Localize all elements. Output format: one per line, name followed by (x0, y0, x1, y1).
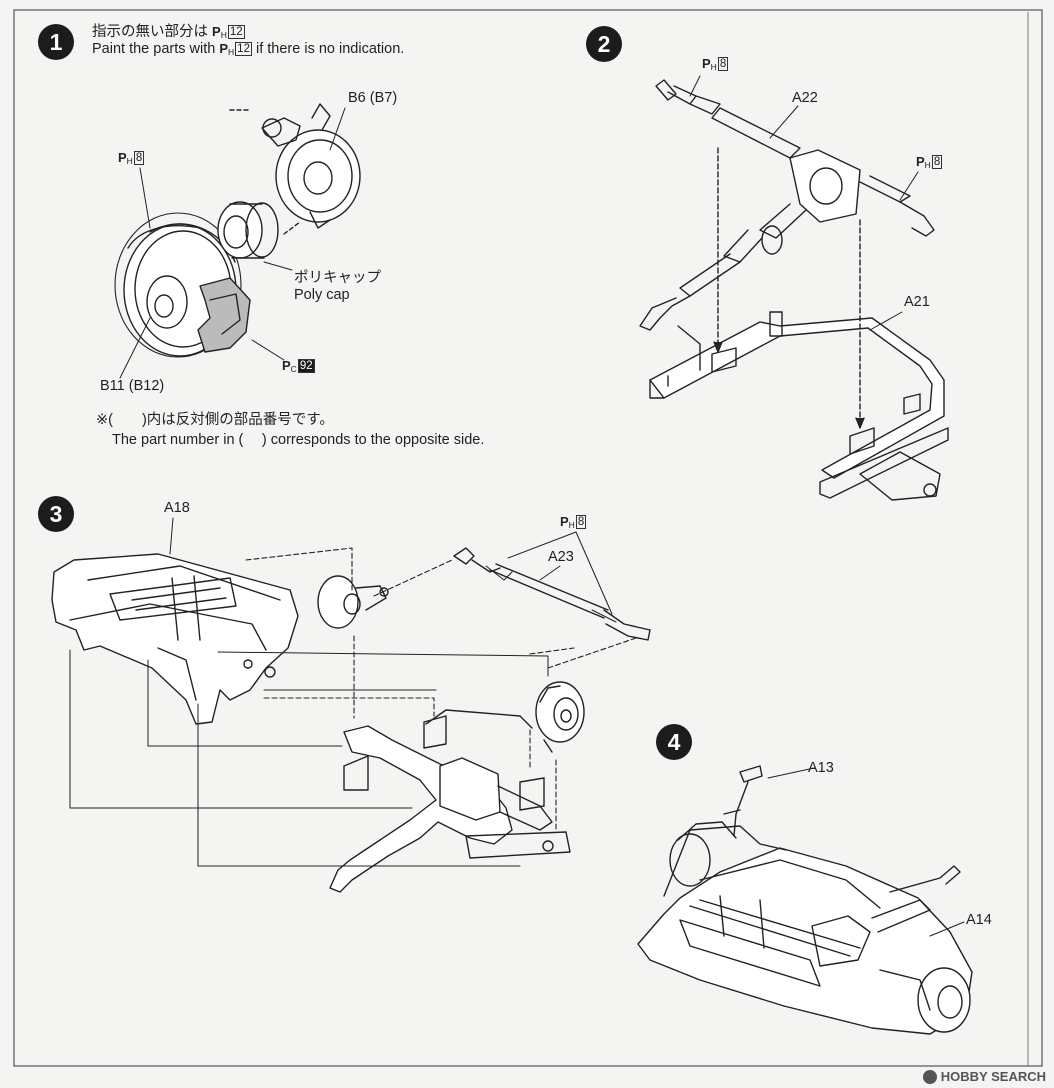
paint-letter: P (219, 41, 229, 56)
label-a21: A21 (904, 294, 930, 310)
paint-code: 12 (227, 25, 245, 39)
paint-code: 92 (297, 359, 315, 373)
footnote-en: The part number in ( ) corresponds to th… (112, 432, 485, 448)
note-en-tail: if there is no indication. (256, 41, 405, 57)
paint-code: 8 (931, 155, 943, 169)
paint-letter: P (118, 150, 127, 165)
chassis-full (637, 765, 973, 1035)
paint-letter: P (282, 358, 291, 373)
label-a14: A14 (966, 912, 992, 928)
paint-sub: H (568, 520, 575, 530)
step-number-2: 2 (586, 26, 622, 62)
paint-code: 8 (133, 151, 145, 165)
axle-subassembly (329, 709, 571, 893)
tie-rod-a23 (453, 547, 651, 641)
brake-hub-left (317, 575, 389, 629)
brake-hub-right (535, 681, 585, 753)
label-a18: A18 (164, 500, 190, 516)
paint-letter: P (560, 514, 569, 529)
footnote-jp: ※( )内は反対側の部品番号です。 (96, 412, 334, 428)
step-number-3: 3 (38, 496, 74, 532)
sheet-border (13, 9, 1043, 1067)
paint-code: 12 (235, 42, 252, 56)
watermark-logo-icon (922, 1069, 937, 1084)
driveshaft-a22 (639, 79, 935, 331)
brake-caliper (197, 277, 251, 353)
step-number-4: 4 (656, 724, 692, 760)
frame-a21 (649, 311, 949, 501)
paint-letter: P (916, 154, 925, 169)
label-b6: B6 (B7) (348, 90, 398, 106)
label-a23: A23 (548, 549, 574, 565)
knuckle-b6 (261, 103, 361, 229)
paint-sub: H (710, 62, 717, 72)
paint-letter: P (702, 56, 711, 71)
label-b11: B11 (B12) (100, 378, 165, 394)
poly-cap (217, 201, 279, 259)
note-jp-text: 指示の無い部分は (92, 24, 208, 40)
chassis-a18 (51, 553, 299, 725)
step-number-1: 1 (38, 24, 74, 60)
label-polycap-en: Poly cap (294, 287, 350, 303)
paint-code: 8 (717, 57, 729, 71)
paint-sub: H (924, 160, 931, 170)
paint-letter: P (212, 24, 221, 39)
paint-sub: H (220, 30, 227, 40)
paint-sub: C (290, 364, 297, 374)
note-en-text: Paint the parts with (92, 41, 216, 57)
label-a22: A22 (792, 90, 818, 106)
paint-code: 8 (575, 515, 587, 529)
watermark-text: HOBBY SEARCH (940, 1069, 1046, 1084)
label-polycap-jp: ポリキャップ (294, 270, 381, 286)
label-a13: A13 (808, 760, 834, 776)
paint-sub: H (228, 47, 235, 57)
watermark: HOBBY SEARCH (922, 1069, 1046, 1084)
paint-sub: H (126, 156, 133, 166)
